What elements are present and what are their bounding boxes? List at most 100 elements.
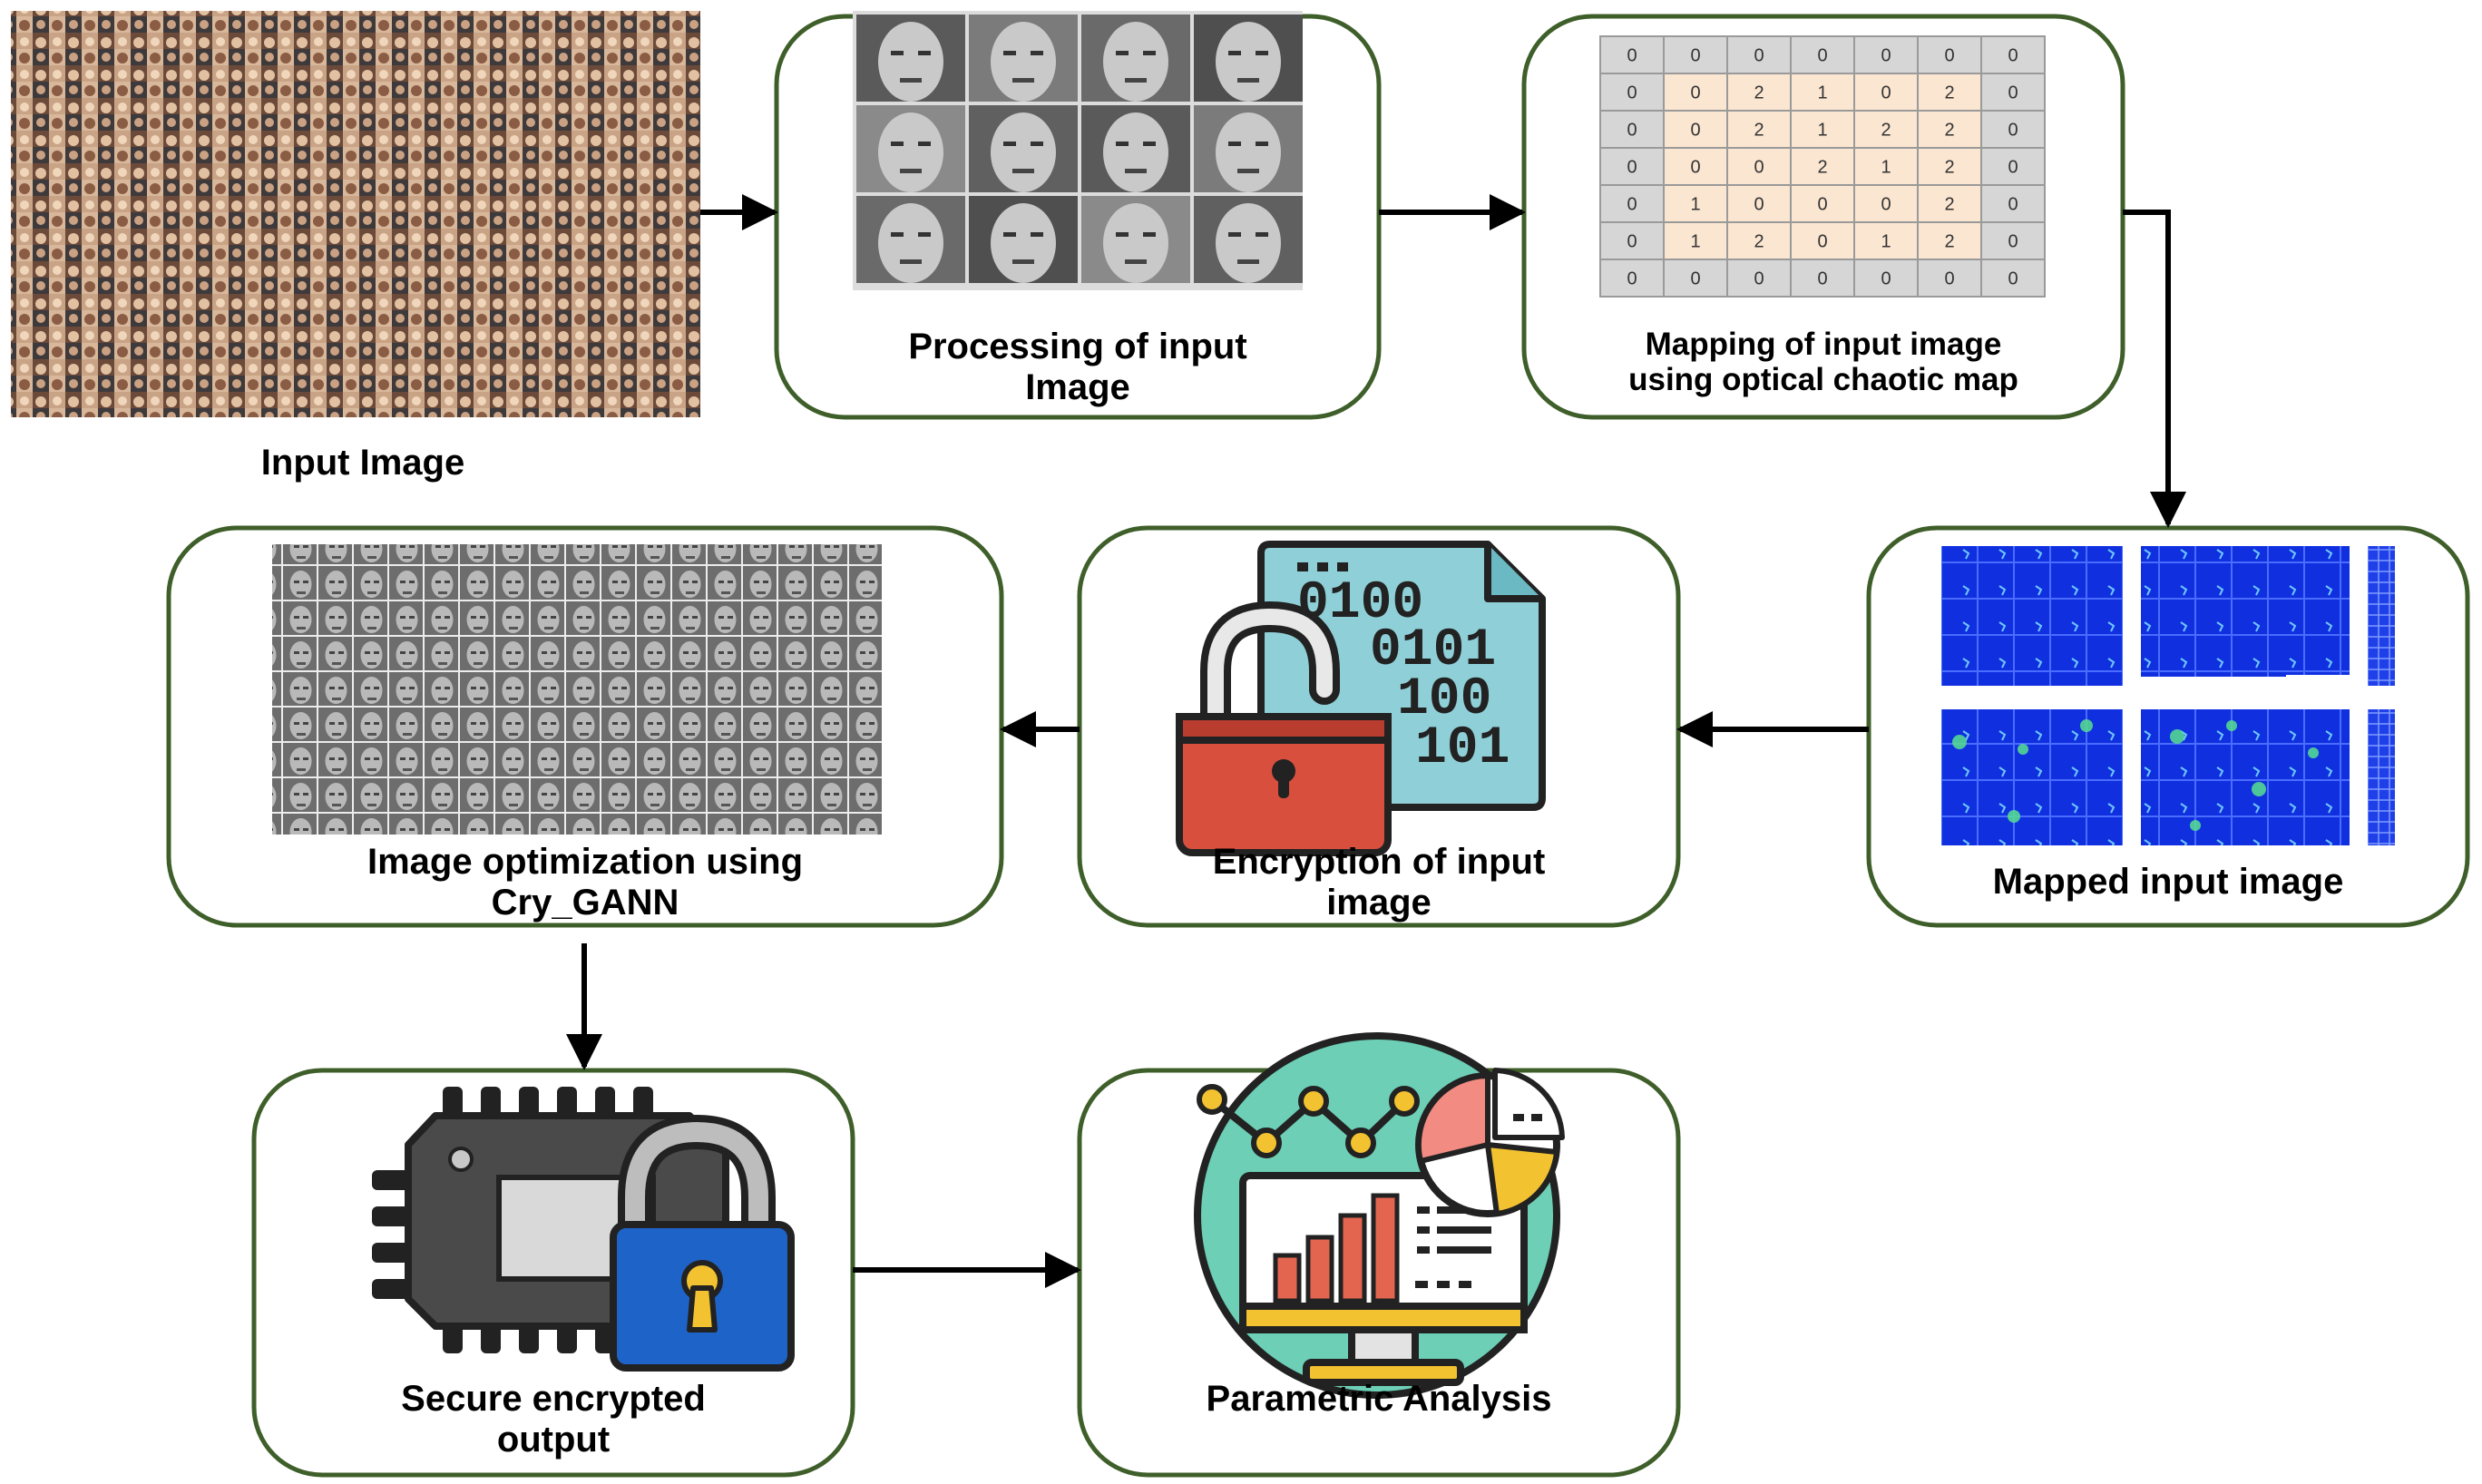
matrix-value: 2 <box>1944 232 1954 252</box>
matrix-cell <box>1599 110 1665 149</box>
matrix-cell <box>1980 221 2046 260</box>
matrix-cell <box>1726 35 1792 74</box>
matrix-cell <box>1726 147 1792 186</box>
matrix-cell <box>1853 221 1919 260</box>
matrix-cell <box>1599 259 1665 298</box>
matrix-cell <box>1726 184 1792 223</box>
matrix-value: 0 <box>2008 269 2018 289</box>
matrix-value: 0 <box>1944 269 1954 289</box>
analytics-monitor-icon <box>1194 1032 1565 1399</box>
matrix-value: 0 <box>1817 269 1827 289</box>
matrix-cell <box>1599 184 1665 223</box>
matrix-cell <box>1599 73 1665 112</box>
matrix-cell <box>1980 184 2046 223</box>
matrix-value: 0 <box>2008 158 2018 178</box>
matrix-cell <box>1917 221 1982 260</box>
matrix-value: 0 <box>1627 195 1637 215</box>
parametric-label: Parametric Analysis <box>1206 1379 1552 1419</box>
matrix-value: 0 <box>1754 46 1764 66</box>
mapped-label: Mapped input image <box>1992 862 2344 902</box>
matrix-value: 0 <box>1817 195 1827 215</box>
matrix-value: 2 <box>1944 195 1954 215</box>
optimization-label: Image optimization using Cry_GANN <box>366 842 804 923</box>
matrix-value: 0 <box>1754 269 1764 289</box>
matrix-cell <box>1663 147 1728 186</box>
secure-label: Secure encrypted output <box>401 1379 706 1460</box>
matrix-value: 0 <box>1690 269 1700 289</box>
matrix-cell <box>1726 221 1792 260</box>
encrypted-file-lock-icon: 0100 0101 100 101 <box>1176 541 1546 856</box>
heatmap-grid <box>1941 546 2395 845</box>
matrix-value: 0 <box>1754 158 1764 178</box>
matrix-value: 0 <box>1627 269 1637 289</box>
matrix-value: 2 <box>1754 232 1764 252</box>
matrix-cell <box>1980 73 2046 112</box>
matrix-cell <box>1980 35 2046 74</box>
encryption-label: Encryption of input image <box>1212 842 1546 923</box>
matrix-value: 0 <box>1881 269 1891 289</box>
binary-line-2: 0101 <box>1370 621 1496 680</box>
matrix-value: 0 <box>1690 46 1700 66</box>
binary-line-4: 101 <box>1415 719 1510 778</box>
matrix-value: 2 <box>1944 121 1954 141</box>
matrix-value: 0 <box>1627 83 1637 103</box>
matrix-value: 0 <box>1817 232 1827 252</box>
matrix-value: 2 <box>1881 121 1891 141</box>
matrix-value: 0 <box>2008 195 2018 215</box>
chaotic-matrix: 0 0 0 0 0 0 0 0 0 2 1 0 2 0 0 0 2 1 2 2 0 0 0 0 2 1 2 0 0 1 0 0 0 2 0 0 1 2 0 1… <box>1599 35 2046 298</box>
mapping-label: Mapping of input image using optical cha… <box>1628 327 2018 398</box>
matrix-cell <box>1853 110 1919 149</box>
matrix-value: 0 <box>2008 46 2018 66</box>
matrix-cell <box>1599 35 1665 74</box>
matrix-cell <box>1790 35 1855 74</box>
matrix-value: 0 <box>2008 232 2018 252</box>
matrix-cell <box>1599 147 1665 186</box>
matrix-value: 1 <box>1817 83 1827 103</box>
matrix-value: 0 <box>1690 158 1700 178</box>
faces-grayscale-grid <box>272 544 882 835</box>
matrix-cell <box>1663 259 1728 298</box>
chip-lock-icon <box>372 1087 795 1372</box>
matrix-cell <box>1853 35 1919 74</box>
matrix-value: 1 <box>1690 195 1700 215</box>
input-image-label: Input Image <box>260 443 465 483</box>
matrix-value: 2 <box>1754 83 1764 103</box>
matrix-cell <box>1980 259 2046 298</box>
matrix-value: 0 <box>1881 83 1891 103</box>
matrix-value: 0 <box>1627 158 1637 178</box>
matrix-value: 0 <box>1690 83 1700 103</box>
matrix-value: 2 <box>1754 121 1764 141</box>
matrix-value: 2 <box>1944 83 1954 103</box>
matrix-value: 0 <box>1690 121 1700 141</box>
matrix-value: 0 <box>1881 195 1891 215</box>
matrix-value: 1 <box>1881 158 1891 178</box>
matrix-cell <box>1980 110 2046 149</box>
matrix-value: 2 <box>1944 158 1954 178</box>
binary-line-3: 100 <box>1397 670 1491 729</box>
matrix-cell <box>1599 221 1665 260</box>
matrix-cell <box>1853 184 1919 223</box>
arrow-mapping-to-mapped <box>2123 210 2186 528</box>
processing-label: Processing of input Image <box>908 327 1247 407</box>
input-image-mosaic <box>11 11 700 417</box>
matrix-value: 0 <box>2008 83 2018 103</box>
matrix-cell <box>1790 110 1855 149</box>
matrix-value: 0 <box>1627 232 1637 252</box>
faces-grid <box>853 11 1303 290</box>
matrix-cell <box>1980 147 2046 186</box>
matrix-value: 0 <box>1881 46 1891 66</box>
matrix-cell <box>1917 147 1982 186</box>
flow-arrows <box>566 194 2186 1288</box>
matrix-value: 1 <box>1817 121 1827 141</box>
matrix-value: 1 <box>1881 232 1891 252</box>
matrix-value: 0 <box>1627 46 1637 66</box>
matrix-value: 0 <box>2008 121 2018 141</box>
matrix-value: 0 <box>1944 46 1954 66</box>
matrix-value: 0 <box>1817 46 1827 66</box>
matrix-value: 0 <box>1754 195 1764 215</box>
matrix-value: 0 <box>1627 121 1637 141</box>
matrix-value: 1 <box>1690 232 1700 252</box>
matrix-value: 2 <box>1817 158 1827 178</box>
matrix-cell <box>1663 73 1728 112</box>
